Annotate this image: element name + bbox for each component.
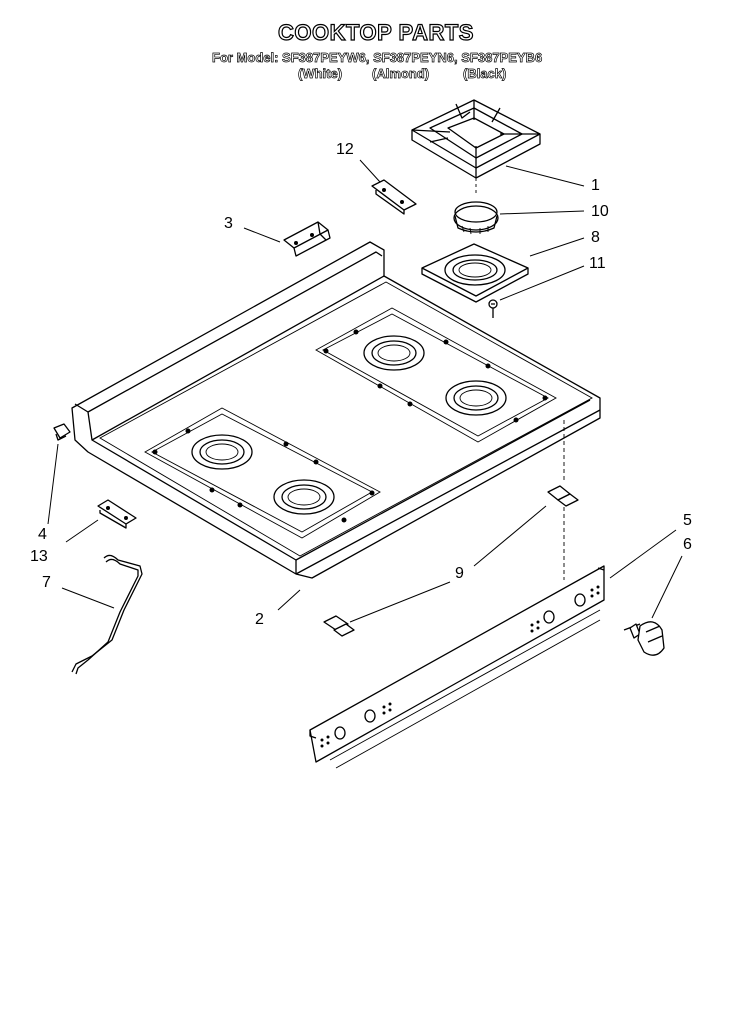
clip-4	[53, 423, 71, 441]
burner-cap	[453, 201, 499, 235]
bracket-12	[371, 179, 417, 215]
callout-3: 3	[224, 215, 233, 232]
callout-9: 9	[455, 565, 464, 582]
bracket-13	[97, 499, 137, 529]
callout-5: 5	[683, 512, 692, 529]
cooktop-assembly	[71, 241, 601, 579]
control-knob	[623, 621, 665, 656]
callout-2: 2	[255, 611, 264, 628]
hinge-bracket	[283, 221, 331, 257]
control-panel	[309, 565, 605, 769]
screw	[488, 299, 498, 318]
callout-6: 6	[683, 536, 692, 553]
callout-10: 10	[591, 203, 609, 220]
diagram-title: COOKTOP PARTS	[277, 19, 474, 45]
clip-9-left	[323, 615, 355, 637]
burner-grommet	[421, 243, 529, 303]
callout-1: 1	[591, 177, 600, 194]
color-almond: (Almond)	[372, 66, 430, 82]
callout-12: 12	[336, 141, 354, 158]
callout-13: 13	[30, 548, 48, 565]
callout-7: 7	[42, 574, 51, 591]
burner-grate	[411, 99, 541, 179]
callout-11: 11	[589, 255, 606, 272]
color-white: (White)	[298, 66, 343, 82]
callout-8: 8	[591, 229, 600, 246]
model-numbers: For Model: SF387PEYW6, SF387PEYN6, SF387…	[212, 50, 543, 66]
clip-9-right	[547, 485, 579, 507]
callout-4: 4	[38, 526, 47, 543]
leader-lines	[47, 159, 683, 623]
color-black: (Black)	[463, 66, 507, 82]
igniter-wire	[71, 554, 143, 675]
